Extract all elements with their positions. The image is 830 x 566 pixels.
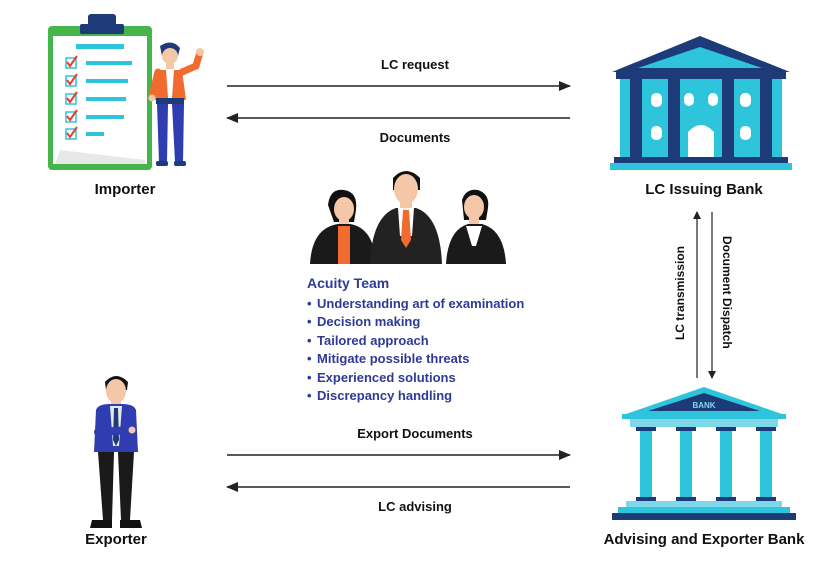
- team-item: • Tailored approach: [307, 332, 567, 350]
- team-people-icon: [310, 171, 506, 264]
- advising-bank-icon: BANK: [612, 387, 796, 520]
- team-item: • Experienced solutions: [307, 369, 567, 387]
- issuing-bank-label: LC Issuing Bank: [645, 181, 763, 198]
- team-item-text: Understanding art of examination: [317, 296, 525, 311]
- bullet-icon: •: [307, 388, 312, 404]
- importer-person-icon: [148, 42, 204, 166]
- team-item-text: Experienced solutions: [317, 369, 456, 385]
- importer-illustration: [48, 14, 204, 170]
- team-item-text: Mitigate possible threats: [317, 351, 470, 367]
- export-documents-label: Export Documents: [357, 426, 473, 441]
- bullet-icon: •: [307, 332, 312, 348]
- lc-advising-label: LC advising: [378, 499, 452, 514]
- lc-transmission-label: LC transmission: [673, 246, 687, 341]
- exporter-person-icon: [90, 376, 142, 528]
- team-item-text: Tailored approach: [317, 332, 429, 348]
- team-item: • Mitigate possible threats: [307, 350, 567, 368]
- team-item-text: Discrepancy handling: [317, 388, 453, 404]
- bullet-icon: •: [307, 351, 312, 367]
- document-dispatch-label: Document Dispatch: [720, 236, 734, 349]
- bullet-icon: •: [307, 314, 312, 330]
- team-item-text: Decision making: [317, 314, 421, 330]
- team-woman-right-icon: [446, 189, 506, 264]
- team-item: • Decision making: [307, 313, 567, 331]
- documents-label: Documents: [379, 130, 451, 145]
- bullet-icon: •: [307, 369, 312, 385]
- issuing-bank-icon: [610, 36, 792, 170]
- clipboard-icon: [48, 14, 152, 170]
- acuity-team-title: Acuity Team: [307, 275, 390, 291]
- bullet-icon: •: [307, 296, 312, 311]
- bank-sign: BANK: [692, 401, 715, 410]
- importer-label: Importer: [94, 181, 156, 198]
- acuity-team-panel: Acuity Team • Understanding art of examin…: [307, 275, 567, 405]
- team-item: • Understanding art of examination: [307, 295, 567, 313]
- advising-bank-label: Advising and Exporter Bank: [603, 531, 805, 548]
- exporter-label: Exporter: [85, 531, 147, 548]
- team-man-center-icon: [370, 171, 442, 264]
- team-item: • Discrepancy handling: [307, 387, 567, 405]
- team-woman-left-icon: [310, 189, 376, 264]
- acuity-team-list: • Understanding art of examination • Decis…: [307, 295, 567, 405]
- lc-request-label: LC request: [381, 57, 449, 72]
